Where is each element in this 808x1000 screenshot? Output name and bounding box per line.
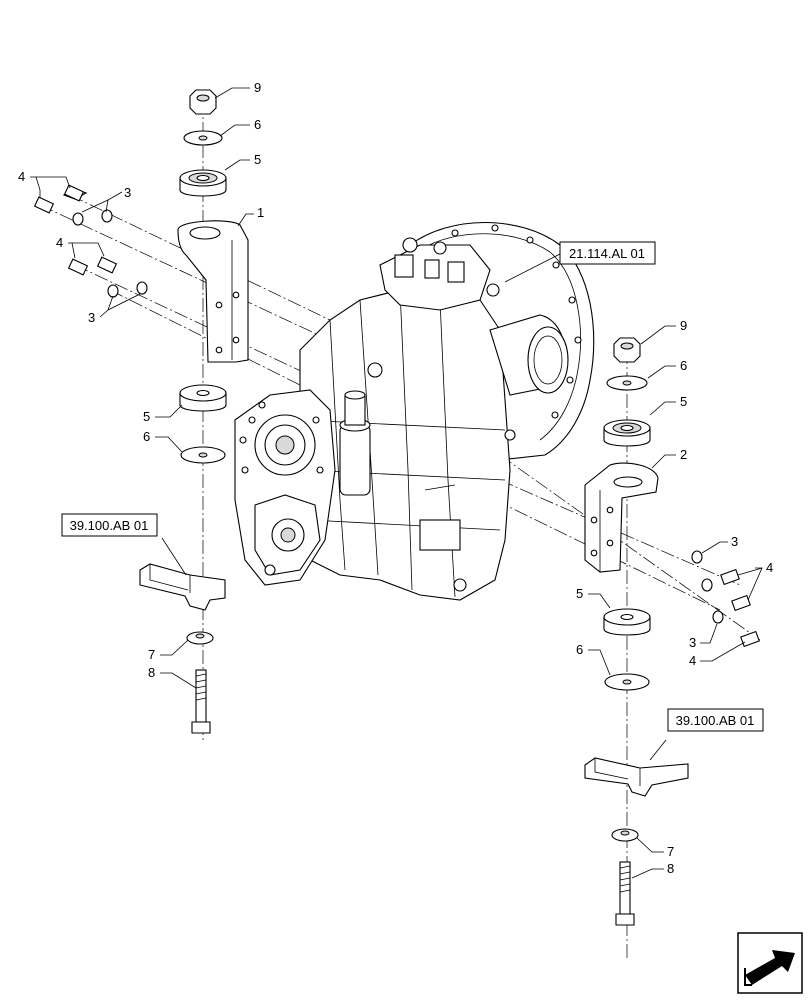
nut-9-right: [613, 337, 641, 363]
washer-6-right-bottom: [604, 673, 650, 691]
transmission-assembly: [234, 221, 595, 601]
washer-6-left-bottom: [180, 446, 226, 464]
callout-8-left: 8: [148, 665, 155, 680]
callout-5-left-bottom: 5: [143, 409, 150, 424]
callout-5-left-top: 5: [254, 152, 261, 167]
callout-2: 2: [680, 447, 687, 462]
callout-9-right: 9: [680, 318, 687, 333]
reference-label-support-right: 39.100.AB 01: [676, 713, 755, 728]
washers-3-right: [691, 550, 724, 624]
callout-7-right: 7: [667, 844, 674, 859]
callout-5-right-bottom: 5: [576, 586, 583, 601]
next-page-arrow-icon[interactable]: [737, 932, 803, 994]
callout-9-left: 9: [254, 80, 261, 95]
callout-6-left-top: 6: [254, 117, 261, 132]
callout-3-right-upper: 3: [731, 534, 738, 549]
callout-8-right: 8: [667, 861, 674, 876]
bracket-2: [584, 462, 659, 573]
bracket-1: [177, 220, 249, 363]
washer-7-left: [186, 631, 214, 645]
isolator-5-right-bottom: [603, 608, 651, 636]
callout-3-left-upper: 3: [124, 185, 131, 200]
flange-bolts: [239, 401, 324, 474]
isolator-5-left-bottom: [179, 384, 227, 412]
bolt-8-right: [615, 861, 635, 926]
callout-6-right-top: 6: [680, 358, 687, 373]
right-mount-stack: [584, 337, 760, 926]
callout-5-right-top: 5: [680, 394, 687, 409]
reference-label-transmission: 21.114.AL 01: [569, 246, 645, 261]
bolts-4-right: [720, 568, 760, 648]
washer-7-right: [611, 828, 639, 842]
support-right: [584, 757, 689, 797]
callout-4-right-lower: 4: [689, 653, 696, 668]
callout-6-right-bottom: 6: [576, 642, 583, 657]
left-mount-stack: [33, 89, 249, 734]
bolt-8-left: [191, 669, 211, 734]
callout-4-left-upper: 4: [18, 169, 25, 184]
callout-1: 1: [257, 205, 264, 220]
housing-bolts: [451, 224, 582, 419]
callout-6-left-bottom: 6: [143, 429, 150, 444]
callout-4-right-upper: 4: [766, 560, 773, 575]
isolator-5-right-top: [603, 419, 651, 447]
reference-box-support-right[interactable]: 39.100.AB 01: [667, 708, 764, 732]
washers-3-left: [72, 209, 148, 298]
leader-lines: [30, 87, 763, 879]
reference-box-transmission[interactable]: 21.114.AL 01: [559, 241, 656, 265]
bolts-4-left: [33, 184, 118, 276]
nut-9-left: [189, 89, 217, 115]
reference-label-support-left: 39.100.AB 01: [70, 518, 149, 533]
callout-3-right-lower: 3: [689, 635, 696, 650]
callout-4-left-lower: 4: [56, 235, 63, 250]
washer-6-left-top: [183, 130, 223, 146]
callout-7-left: 7: [148, 647, 155, 662]
support-left: [139, 563, 226, 611]
callout-numbers: 9 6 5 1 4 3 4 3 5 6 7 8 9 6 5 2 3 4 3 4 …: [18, 80, 773, 876]
isolator-5-left-top: [179, 169, 227, 197]
callout-3-left-lower: 3: [88, 310, 95, 325]
reference-box-support-left[interactable]: 39.100.AB 01: [61, 513, 158, 537]
washer-6-right-top: [606, 375, 648, 391]
